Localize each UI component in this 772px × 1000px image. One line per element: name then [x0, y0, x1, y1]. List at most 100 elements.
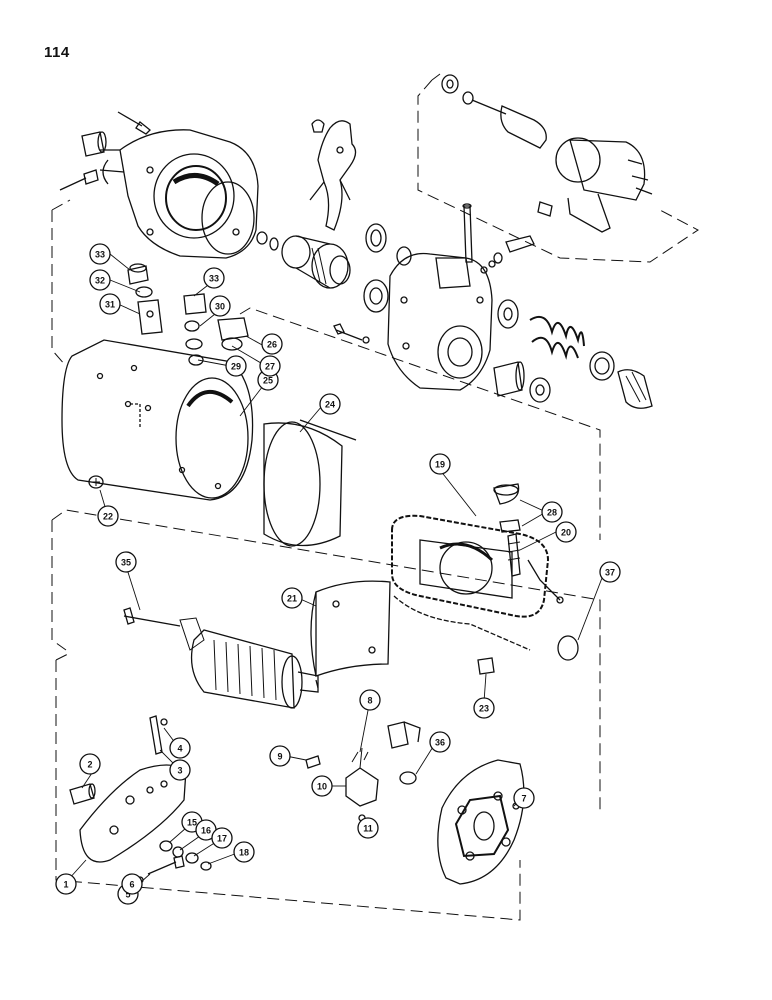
drive-pinion-assembly — [281, 235, 351, 289]
callout-number: 26 — [267, 340, 277, 350]
callout-26: 26 — [261, 333, 283, 355]
field-frame-screw — [88, 475, 104, 489]
gear-housing-bushing-small — [505, 235, 535, 253]
callout-number: 2 — [87, 760, 92, 770]
callout-number: 3 — [177, 766, 182, 776]
pole-shoe — [310, 580, 391, 677]
callout-circle — [311, 775, 333, 797]
callout-18: 18 — [233, 841, 255, 863]
commutator-end-frame — [437, 759, 525, 885]
gear-housing-screw — [333, 323, 370, 344]
callout-circle — [259, 355, 281, 377]
callout-circle — [555, 521, 577, 543]
callout-number: 9 — [277, 752, 282, 762]
callout-circle — [89, 243, 111, 265]
callout-number: 23 — [479, 704, 489, 714]
callout-35: 35 — [115, 551, 137, 573]
housing-o-ring — [201, 181, 255, 255]
callout-circle — [513, 787, 535, 809]
callout-2: 2 — [79, 753, 101, 775]
brush-washer — [399, 771, 417, 785]
callout-group: 1234567891011151617181920212223242526272… — [55, 243, 621, 905]
insulating-washer-d — [200, 861, 212, 871]
callout-circle — [169, 737, 191, 759]
callout-circle — [473, 697, 495, 719]
callout-circle — [97, 505, 119, 527]
callout-4: 4 — [169, 737, 191, 759]
callout-19: 19 — [429, 453, 451, 475]
callout-36: 36 — [429, 731, 451, 753]
callout-8: 8 — [359, 689, 381, 711]
insulating-washer-b — [172, 846, 184, 858]
callout-number: 29 — [231, 362, 241, 372]
terminal-nut-upper — [183, 293, 207, 315]
group-outline-end-frame — [55, 651, 521, 921]
callout-number: 22 — [103, 512, 113, 522]
terminal-strap — [137, 299, 163, 335]
solenoid-plunger-seal — [365, 223, 387, 253]
brush-spring — [305, 755, 321, 769]
callout-number: 11 — [363, 824, 373, 834]
callout-27: 27 — [259, 355, 281, 377]
callout-number: 32 — [95, 276, 105, 286]
callout-number: 24 — [325, 400, 335, 410]
callout-circle — [429, 731, 451, 753]
group-outline-armature — [51, 509, 601, 810]
callout-circle — [233, 841, 255, 863]
callout-number: 21 — [287, 594, 297, 604]
callout-circle — [203, 267, 225, 289]
callout-circle — [209, 295, 231, 317]
callout-number: 1 — [63, 880, 68, 890]
callout-circle — [89, 269, 111, 291]
callout-3: 3 — [169, 759, 191, 781]
intermediate-bushing — [363, 279, 389, 313]
callout-circle — [99, 293, 121, 315]
terminal-nut-upper-right — [493, 483, 520, 505]
callout-28: 28 — [541, 501, 563, 523]
callout-number: 35 — [121, 558, 131, 568]
callout-31: 31 — [99, 293, 121, 315]
callout-circle — [269, 745, 291, 767]
small-ring-b — [488, 260, 496, 268]
end-frame-pin — [149, 715, 163, 755]
callout-number: 4 — [177, 744, 182, 754]
callout-circle — [261, 333, 283, 355]
gear-housing — [387, 252, 493, 391]
callout-number: 33 — [209, 274, 219, 284]
callout-number: 6 — [129, 880, 134, 890]
callout-24: 24 — [319, 393, 341, 415]
callout-9: 9 — [269, 745, 291, 767]
callout-20: 20 — [555, 521, 577, 543]
gear-housing-pin — [462, 203, 473, 263]
field-coil-assembly — [391, 514, 564, 651]
drive-end-housing — [99, 129, 259, 259]
terminal-spacer — [499, 519, 521, 533]
callout-circle — [79, 753, 101, 775]
terminal-washer-upper — [184, 320, 200, 332]
drive-housing-bushing — [81, 131, 107, 157]
brush-holder — [345, 747, 379, 807]
callout-number: 19 — [435, 460, 445, 470]
callout-6: 6 — [121, 873, 143, 895]
callout-1: 1 — [55, 873, 77, 895]
end-plate-screw — [147, 855, 185, 875]
callout-37: 37 — [599, 561, 621, 583]
callout-circle — [211, 827, 233, 849]
insulating-washer-c — [185, 852, 199, 864]
brush-spacer — [557, 635, 579, 661]
pinion-washer — [256, 231, 268, 245]
brush-lead — [387, 721, 421, 749]
callout-circle — [115, 551, 137, 573]
callout-33: 33 — [203, 267, 225, 289]
callout-circle — [281, 587, 303, 609]
callout-circle — [359, 689, 381, 711]
terminal-insulator — [217, 317, 249, 341]
callout-circle — [599, 561, 621, 583]
small-ring-a — [480, 266, 488, 274]
callout-number: 30 — [215, 302, 225, 312]
pinion-ring — [269, 237, 279, 251]
insulating-washer-a — [159, 840, 173, 852]
callout-number: 15 — [187, 818, 197, 828]
